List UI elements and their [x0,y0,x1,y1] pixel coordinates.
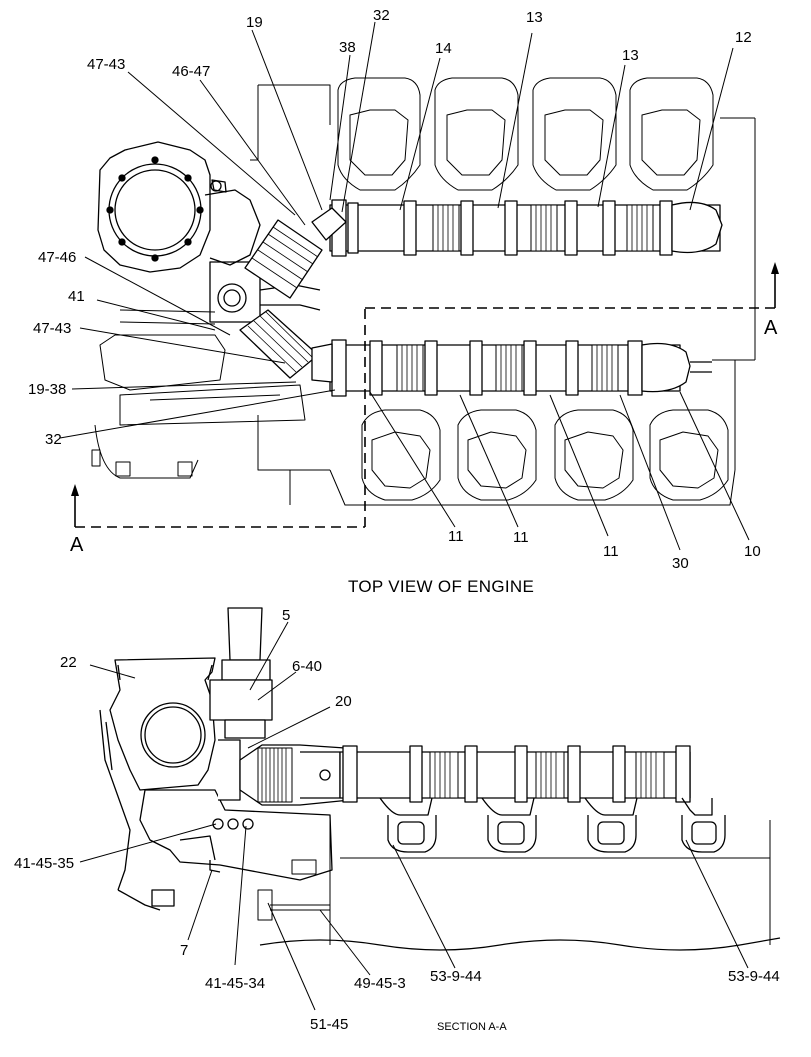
engine-block-outline [250,84,756,506]
callout-49-45-3: 49-45-3 [354,975,406,992]
callout-11-b: 11 [513,529,529,546]
compressor-housing [99,657,216,911]
y-pipe-upper [244,207,347,299]
callout-13-a: 13 [526,9,543,26]
bolt-hardware [257,859,330,921]
section-caption: SECTION A-A [437,1021,507,1033]
callout-11-c: 11 [603,543,619,560]
break-line [259,937,781,951]
section-arrow-left [71,484,79,496]
callout-51-45: 51-45 [310,1016,348,1033]
callout-53-9-44-b: 53-9-44 [728,968,780,985]
section-marker-right: A [764,317,778,339]
callout-7: 7 [180,942,188,959]
cylinder-heads-lower [361,409,729,501]
callout-47-46: 47-46 [38,249,76,266]
top-view-labels: 19 32 13 12 38 14 13 47-43 46-47 47-46 4… [28,7,778,596]
callout-32-bottom: 32 [45,431,62,448]
callout-41-45-34: 41-45-34 [205,975,265,992]
callout-47-43-top: 47-43 [87,56,125,73]
callout-32-top: 32 [373,7,390,24]
turbine-bracket [139,789,333,881]
callout-19-38: 19-38 [28,381,66,398]
callout-41: 41 [68,288,85,305]
callout-11-a: 11 [448,528,464,545]
callout-22: 22 [60,654,77,671]
section-view [79,607,781,1011]
upper-exhaust-manifold [329,199,723,257]
callout-47-43-mid: 47-43 [33,320,71,337]
section-bellows [239,744,351,806]
lower-mount-brackets [91,309,306,479]
callout-19-top: 19 [246,14,263,31]
callout-12: 12 [735,29,752,46]
callout-14: 14 [435,40,452,57]
section-leader-lines [79,621,749,1011]
cylinder-heads-upper [337,77,714,191]
callout-20: 20 [335,693,352,710]
callout-5: 5 [282,607,290,624]
section-cut-ends [74,270,776,527]
vertical-outlet-pipe [209,607,273,801]
y-pipe-lower [239,309,333,383]
section-view-labels: 22 5 6-40 20 41-45-35 7 41-45-34 49-45-3… [14,607,780,1033]
callout-38: 38 [339,39,356,56]
callout-53-9-44-a: 53-9-44 [430,968,482,985]
section-marker-left: A [70,534,84,556]
section-arrow-right [771,262,779,274]
turbocharger-housing [97,141,321,323]
callout-13-b: 13 [622,47,639,64]
top-view [59,21,779,551]
manifold-ports [379,797,726,853]
top-view-caption: TOP VIEW OF ENGINE [348,577,534,596]
section-cut-line [75,307,775,528]
callout-41-45-35: 41-45-35 [14,855,74,872]
callout-30: 30 [672,555,689,572]
section-manifold [339,745,691,803]
lower-exhaust-manifold [329,339,712,397]
section-block-outline [329,820,771,945]
callout-10: 10 [744,543,761,560]
top-leader-lines [59,21,750,551]
callout-6-40: 6-40 [292,658,322,675]
callout-46-47: 46-47 [172,63,210,80]
